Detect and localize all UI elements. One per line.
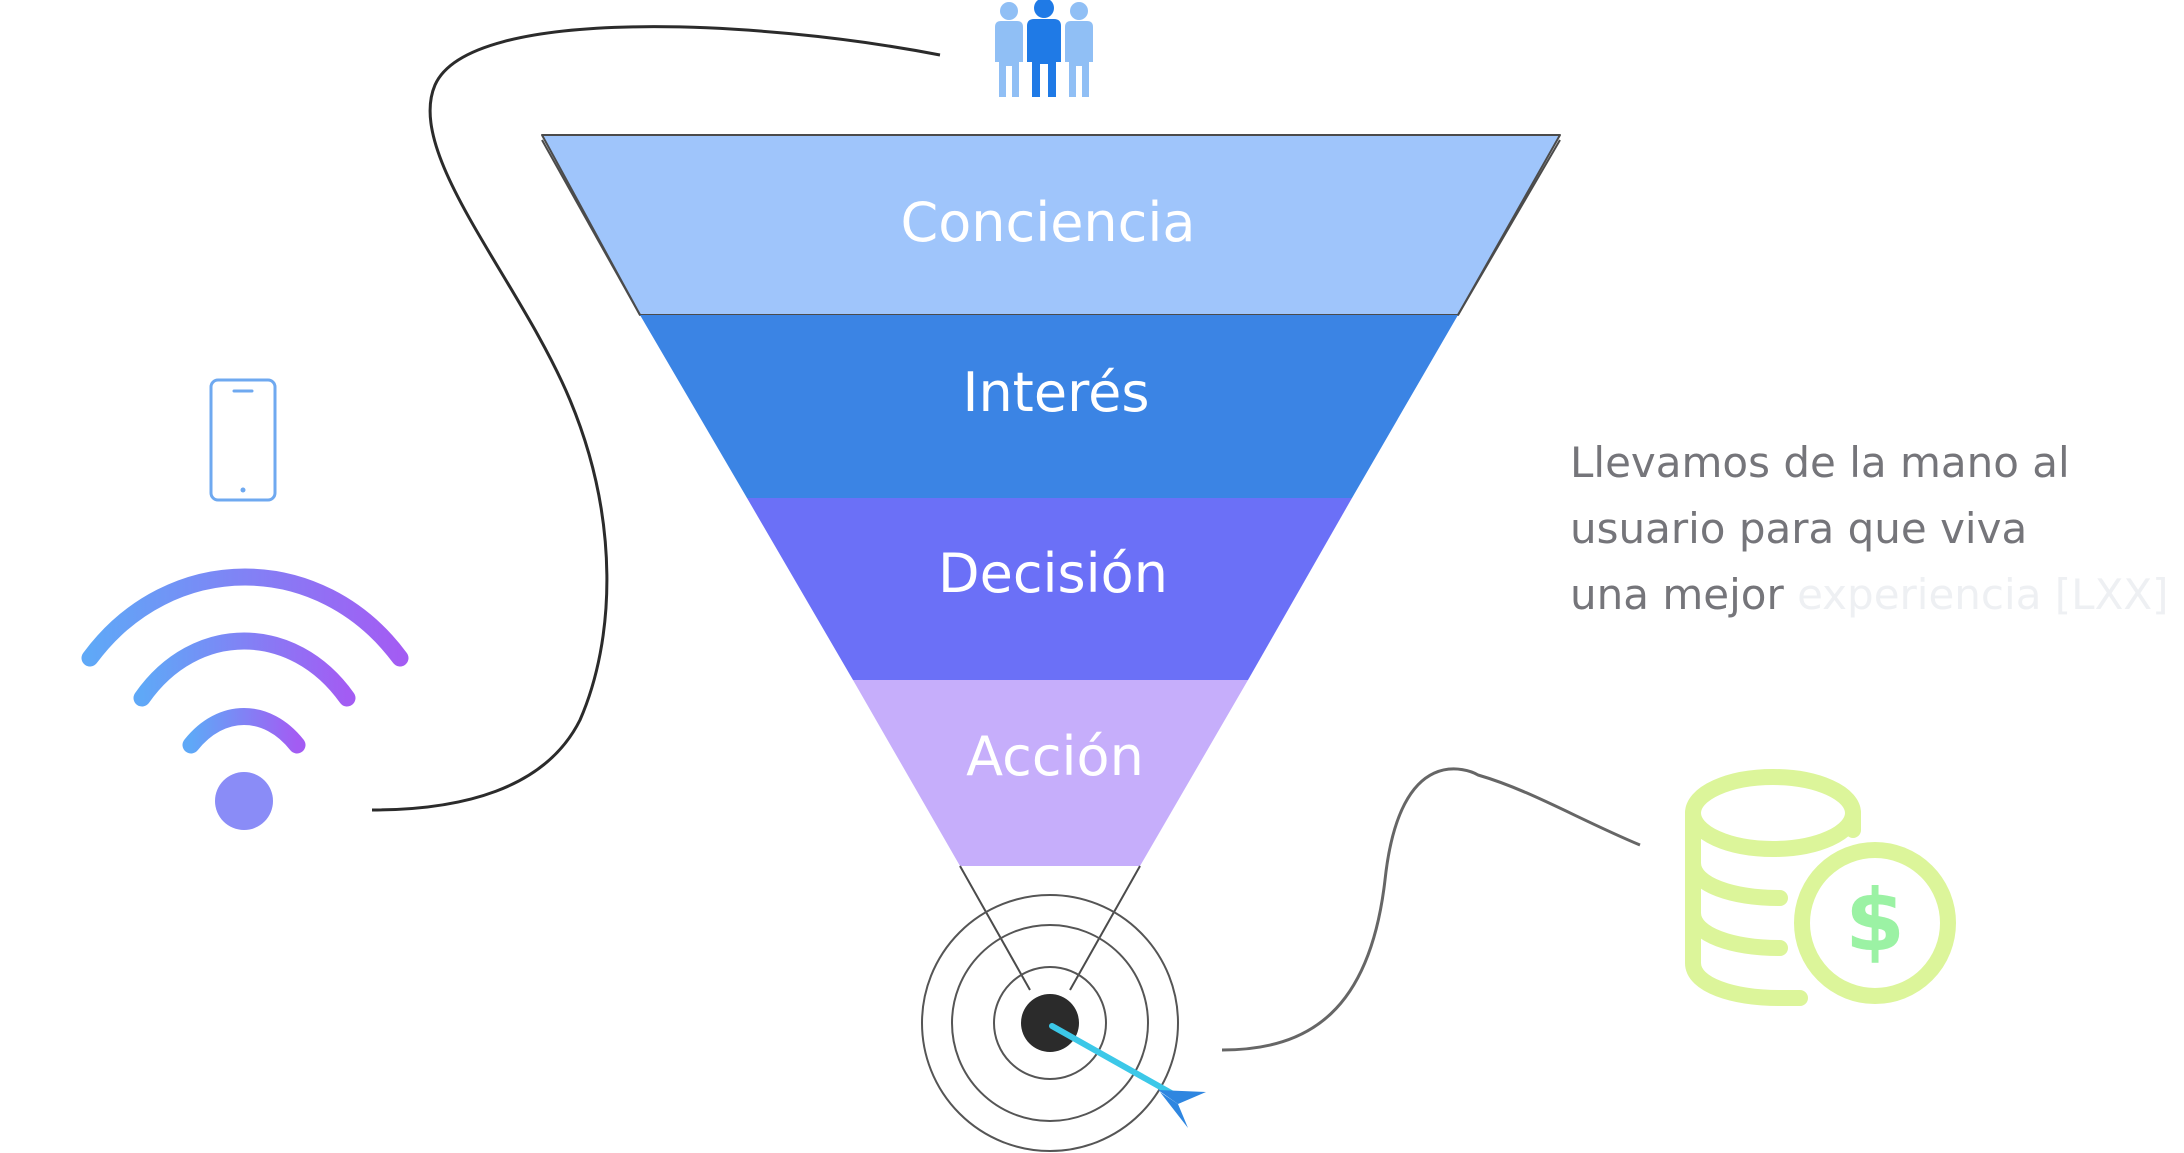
tagline-line-1: Llevamos de la mano al	[1570, 438, 2070, 487]
people-group-icon	[995, 0, 1093, 97]
funnel-tail-right	[1069, 865, 1141, 991]
target-icon	[921, 894, 1179, 1152]
stage-label-interes: Interés	[963, 361, 1150, 424]
tagline-faded-text: experiencia [LXX]	[1797, 570, 2169, 619]
connector-curve-left	[371, 25, 941, 812]
connector-curve-right	[1221, 767, 1641, 1052]
smartphone-icon	[209, 378, 277, 502]
stage-label-decision: Decisión	[938, 542, 1168, 605]
funnel-outline-right	[1457, 139, 1561, 316]
funnel-stage-decision	[747, 498, 1352, 680]
stage-label-conciencia: Conciencia	[901, 191, 1196, 254]
arrow-icon	[1049, 1023, 1206, 1128]
funnel-stage-interes	[640, 315, 1458, 498]
svg-text:$: $	[1845, 871, 1905, 971]
tagline-line-3-text: una mejor	[1570, 570, 1784, 619]
stage-label-accion: Acción	[966, 725, 1144, 788]
tagline-line-2: usuario para que viva	[1570, 504, 2028, 553]
tagline-line-3: una mejor experiencia [LXX]	[1570, 562, 2184, 628]
dollar-icon: $	[1845, 871, 1905, 971]
tagline: Llevamos de la mano al usuario para que …	[1570, 430, 2184, 628]
funnel: Conciencia Interés Decisión Acción	[541, 134, 1561, 991]
wifi-icon	[81, 568, 409, 830]
funnel-outline-left	[541, 139, 641, 316]
funnel-stage-accion	[853, 680, 1248, 866]
funnel-tail-left	[959, 865, 1031, 991]
coins-dollar-icon	[1685, 769, 1956, 1006]
